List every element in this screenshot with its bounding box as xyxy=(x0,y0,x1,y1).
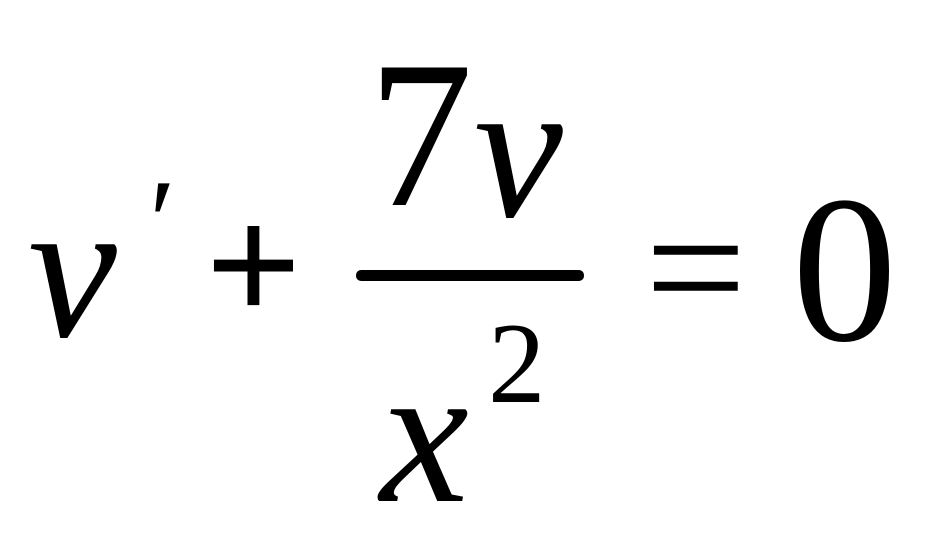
prime-symbol: ′ xyxy=(142,155,169,288)
numerator-coefficient: 7 xyxy=(368,19,473,251)
lhs-variable: v xyxy=(28,159,117,380)
plus-operator: + xyxy=(205,171,302,359)
denominator-exponent: 2 xyxy=(488,300,546,427)
numerator-variable: v xyxy=(474,39,563,260)
equals-operator: = xyxy=(645,168,747,367)
rhs-value: 0 xyxy=(792,154,897,386)
denominator-variable: x xyxy=(380,324,469,545)
fraction-bar xyxy=(356,270,584,281)
